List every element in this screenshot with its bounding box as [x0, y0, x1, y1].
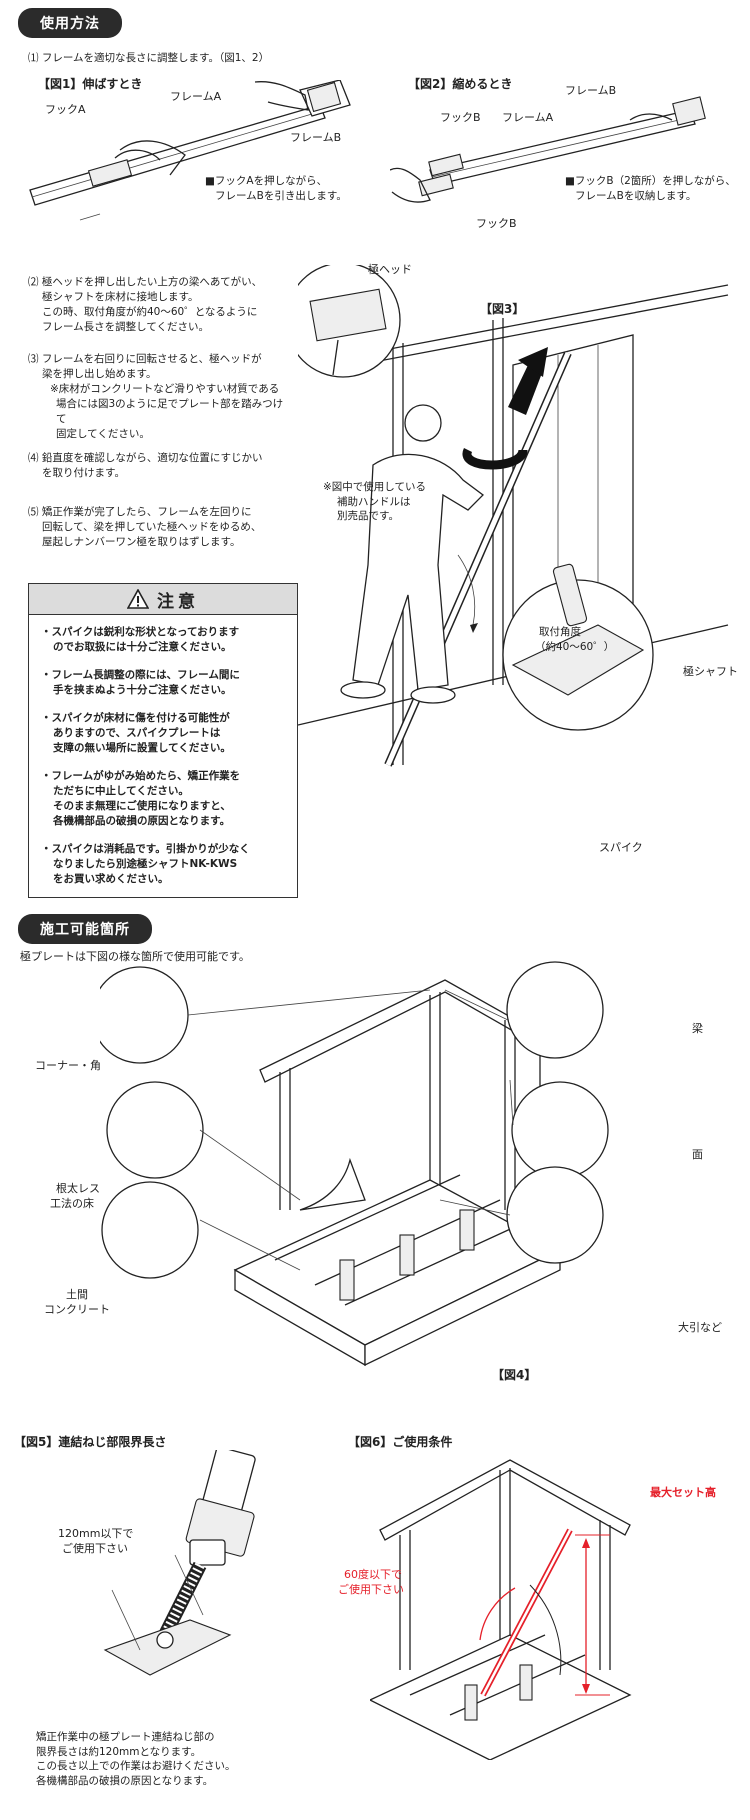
fig3-spike-label: スパイク: [599, 841, 643, 854]
step3: ⑶ フレームを右回りに回転させると、極ヘッドが 梁を押し出し始めます。 ※床材が…: [28, 353, 284, 440]
fig6-max-height: 最大セット高: [650, 1486, 716, 1499]
fig2-hook-b-top: フックB: [440, 111, 481, 124]
warning-icon: [127, 589, 149, 609]
fig2-hook-b-bottom: フックB: [476, 217, 517, 230]
fig6-illustration: [370, 1459, 632, 1760]
fig1-note-2: フレームBを引き出します。: [215, 190, 347, 202]
caution-box: 注意 ・スパイクは鋭利な形状となっておりますのでお取扱には十分ご注意ください。 …: [28, 583, 298, 898]
label-face: 面: [692, 1148, 703, 1161]
fig3-illustration: [298, 265, 729, 767]
fig1-frame-a: フレームA: [170, 90, 222, 103]
fig1-hook-a: フックA: [45, 103, 86, 116]
fig5-label-2: ご使用下さい: [62, 1542, 128, 1555]
label-beam: 梁: [692, 1022, 703, 1035]
fig6-angle-2: ご使用下さい: [338, 1583, 404, 1596]
fig2-illustration: [390, 96, 706, 203]
fig4-illustration: [100, 961, 609, 1367]
fig5-note: 矯正作業中の極プレート連結ねじ部の 限界長さは約120mmとなります。 この長さ…: [36, 1731, 236, 1787]
fig5-label-1: 120mm以下で: [58, 1527, 134, 1540]
fig2-note-2: フレームBを収納します。: [575, 190, 697, 202]
usage-heading: 使用方法: [18, 8, 122, 38]
label-corner: コーナー・角: [35, 1059, 101, 1072]
fig3-head-label: 極ヘッド: [368, 263, 412, 276]
fig5-illustration: [103, 1450, 256, 1676]
step1-text: ⑴ フレームを適切な長さに調整します。（図1、2）: [28, 52, 270, 64]
fig3-title: 【図3】: [480, 302, 525, 316]
fig2-note-1: ■フックB（2箇所）を押しながら、: [565, 175, 736, 187]
fig1-illustration: [29, 80, 351, 221]
label-concrete-2: コンクリート: [44, 1303, 110, 1316]
label-floor-1: 根太レス: [56, 1182, 100, 1195]
applicable-intro: 極プレートは下図の様な箇所で使用可能です。: [20, 950, 250, 963]
fig1-frame-b: フレームB: [290, 131, 342, 144]
caution-header: 注意: [29, 584, 297, 615]
label-concrete-1: 土間: [66, 1288, 88, 1301]
fig2-frame-a: フレームA: [502, 111, 554, 124]
fig1-title: 【図1】伸ばすとき: [38, 77, 143, 91]
caution-item: ・フレームがゆがみ始めたら、矯正作業をただちに中止してください。そのまま無理にご…: [41, 770, 241, 827]
fig2-title: 【図2】縮めるとき: [408, 77, 513, 91]
fig3-note: ※図中で使用している 補助ハンドルは 別売品です。: [323, 481, 426, 522]
caution-item: ・フレーム長調整の際には、フレーム間に手を挟まぬよう十分ご注意ください。: [41, 669, 240, 696]
caution-item: ・スパイクが床材に傷を付ける可能性がありますので、スパイクプレートは支障の無い場…: [41, 712, 231, 754]
step5: ⑸ 矯正作業が完了したら、フレームを左回りに 回転して、梁を押していた極ヘッドを…: [28, 506, 262, 548]
label-ohbiki: 大引など: [678, 1321, 722, 1334]
step2: ⑵ 極ヘッドを押し出したい上方の梁へあてがい、 極シャフトを床材に接地します。 …: [28, 276, 263, 333]
fig6-angle-1: 60度以下で: [344, 1568, 402, 1581]
step4: ⑷ 鉛直度を確認しながら、適切な位置にすじかい を取り付けます。: [28, 452, 263, 479]
fig3-shaft-label: 極シャフト: [683, 665, 738, 678]
applicable-heading: 施工可能箇所: [18, 914, 152, 944]
fig4-title: 【図4】: [492, 1368, 537, 1382]
fig5-title: 【図5】連結ねじ部限界長さ: [14, 1435, 167, 1449]
label-floor-2: 工法の床: [50, 1197, 94, 1210]
fig6-title: 【図6】ご使用条件: [348, 1435, 453, 1449]
caution-item: ・スパイクは鋭利な形状となっておりますのでお取扱には十分ご注意ください。: [41, 626, 240, 653]
fig3-angle: 取付角度 （約40～60゜）: [535, 626, 615, 653]
fig1-note-1: ■フックAを押しながら、: [205, 175, 328, 187]
fig2-frame-b: フレームB: [565, 84, 617, 97]
caution-title: 注意: [157, 591, 199, 612]
